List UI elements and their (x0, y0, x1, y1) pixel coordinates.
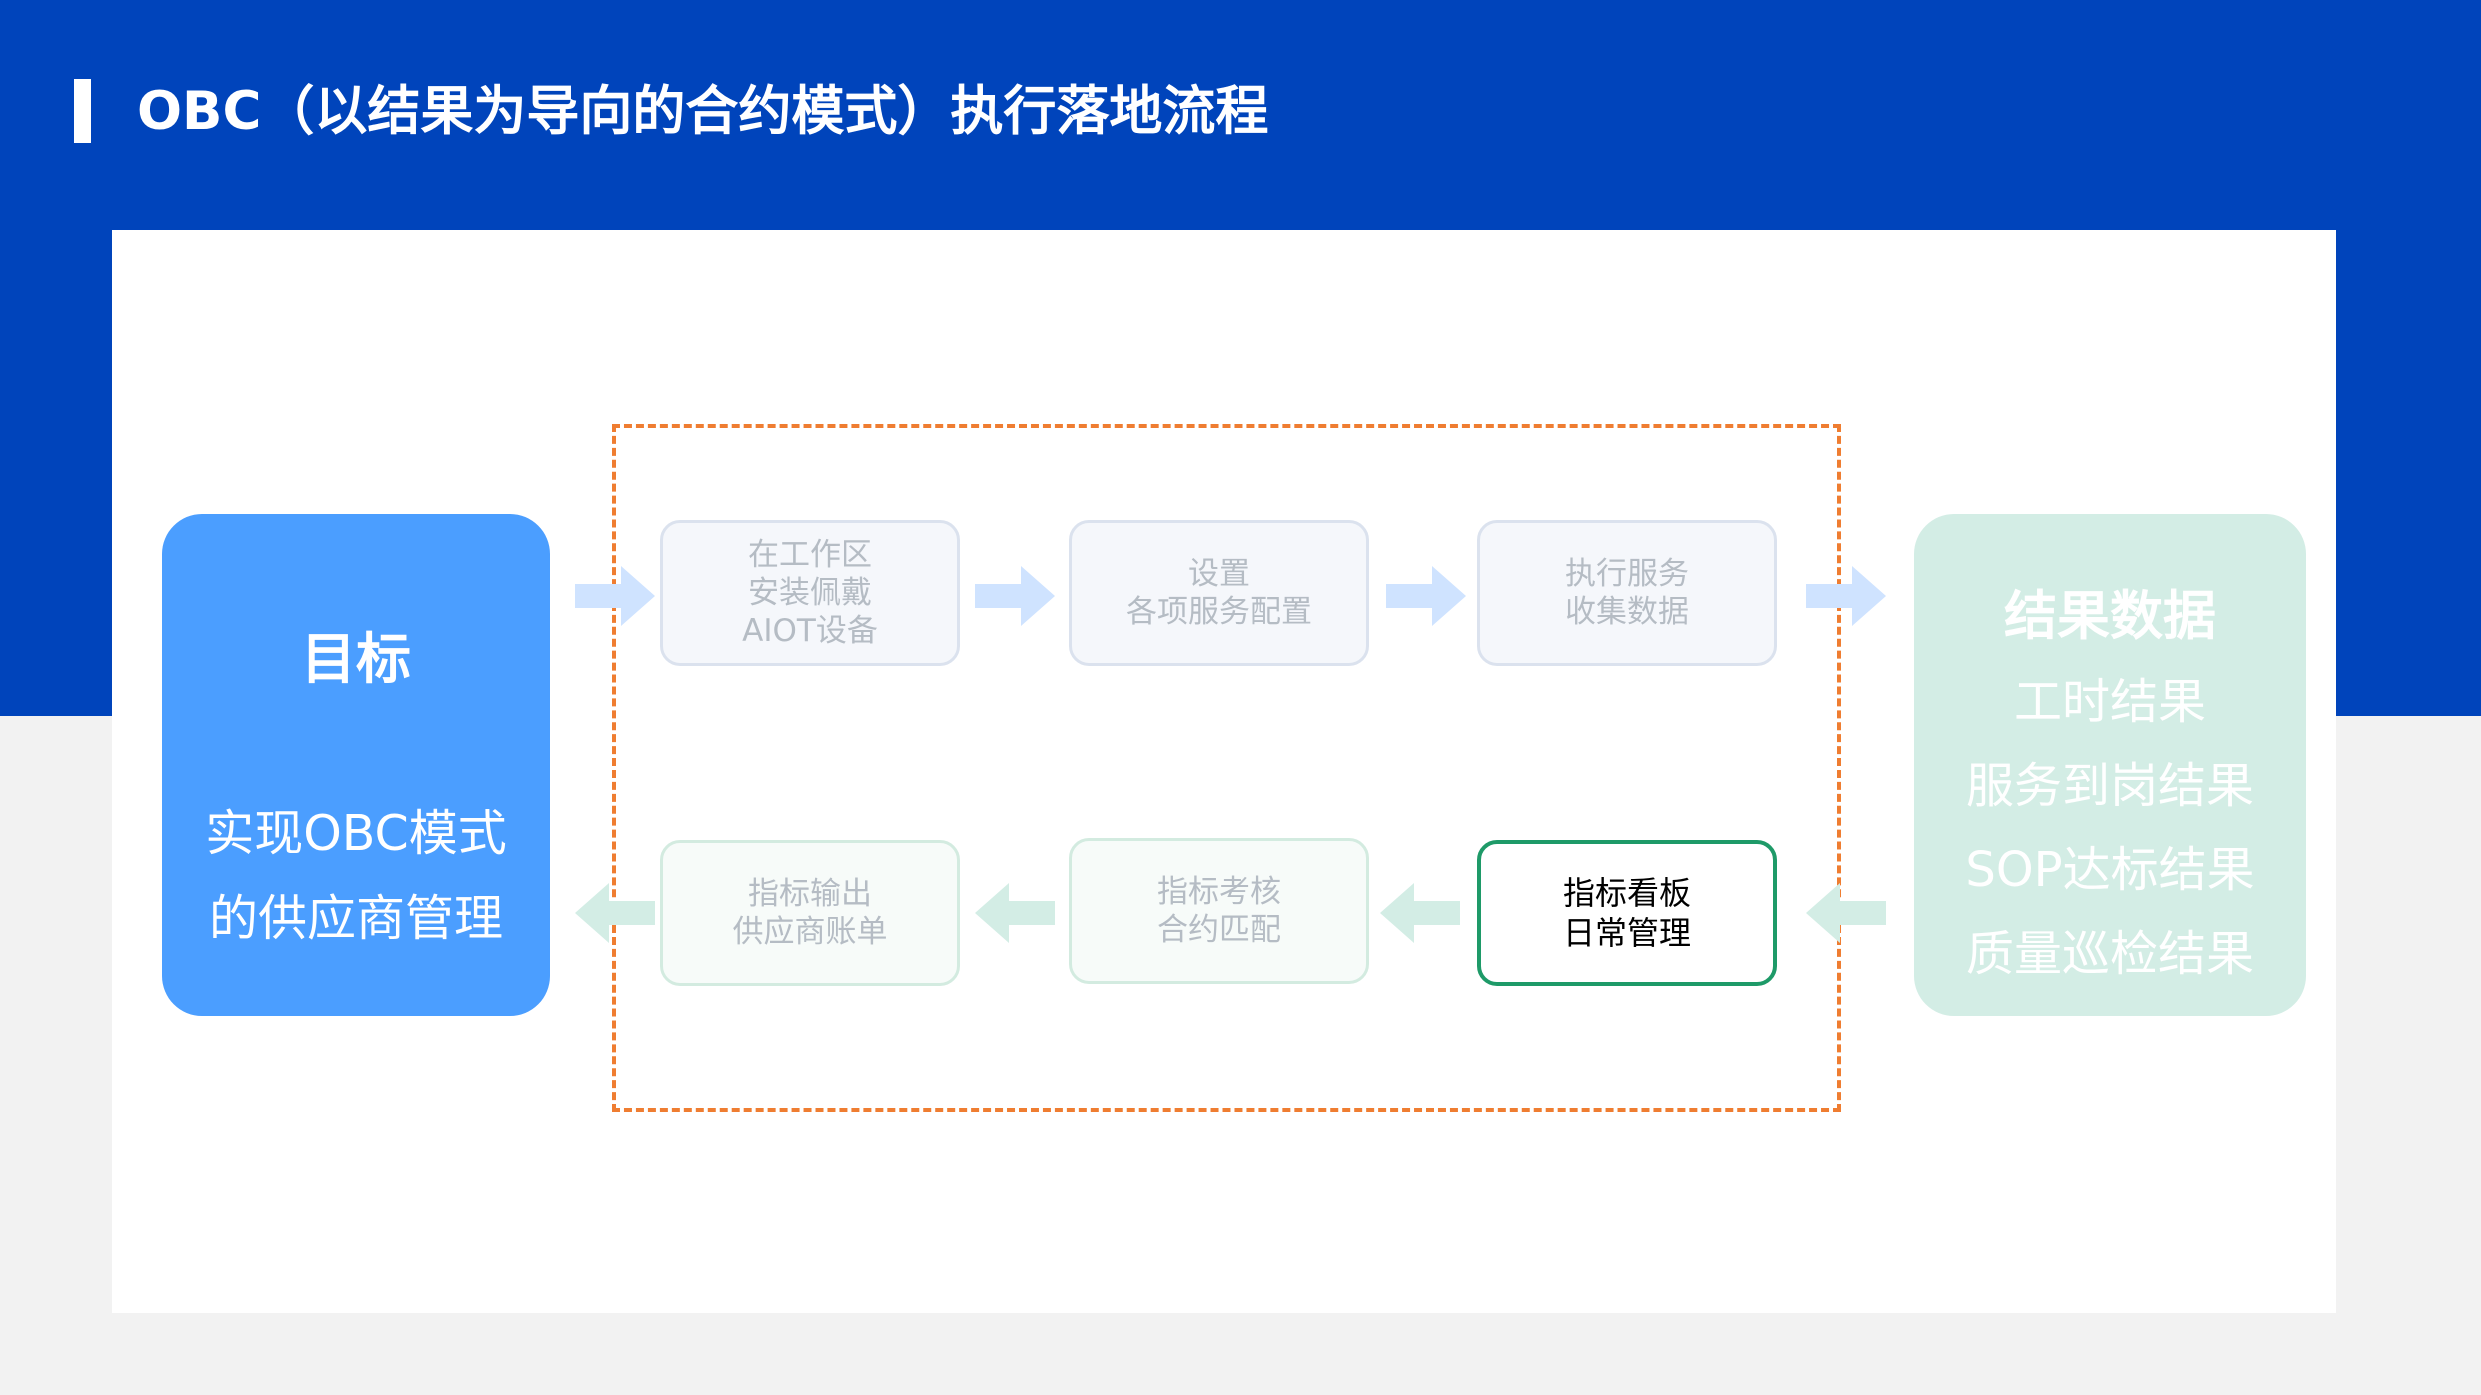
step-line: 供应商账单 (732, 914, 888, 950)
process-dashed-frame (612, 424, 1841, 1112)
arrow-left-icon (1806, 883, 1886, 943)
result-item: 质量巡检结果 (1965, 926, 2254, 982)
step-line: 指标考核 (1157, 874, 1281, 910)
result-data-box: 结果数据 工时结果 服务到岗结果 SOP达标结果 质量巡检结果 (1914, 514, 2306, 1016)
arrow-left-icon (575, 883, 655, 943)
step-line: 合约匹配 (1157, 912, 1281, 948)
goal-line-1: 实现OBC模式 (205, 805, 507, 862)
title-accent-bar (74, 79, 91, 143)
step-assess-match: 指标考核 合约匹配 (1069, 838, 1369, 984)
arrow-right-icon (1386, 566, 1466, 626)
step-output-billing: 指标输出 供应商账单 (660, 840, 960, 986)
step-dashboard-management: 指标看板 日常管理 (1477, 840, 1777, 986)
result-item: 服务到岗结果 (1965, 758, 2254, 814)
goal-line-2: 的供应商管理 (208, 890, 503, 947)
step-line: 指标输出 (748, 876, 872, 912)
arrow-left-icon (1380, 883, 1460, 943)
step-line: 日常管理 (1562, 914, 1691, 952)
step-line: 各项服务配置 (1126, 594, 1312, 630)
step-line: AIOT设备 (742, 613, 878, 649)
step-line: 设置 (1188, 556, 1250, 592)
step-line: 在工作区 (748, 537, 872, 573)
result-title: 结果数据 (2004, 586, 2216, 647)
step-line: 收集数据 (1565, 594, 1689, 630)
goal-title: 目标 (300, 627, 411, 691)
arrow-right-icon (1806, 566, 1886, 626)
result-item: 工时结果 (2013, 674, 2206, 730)
result-item: SOP达标结果 (1965, 842, 2255, 898)
step-line: 执行服务 (1565, 556, 1689, 592)
step-execute-collect: 执行服务 收集数据 (1477, 520, 1777, 666)
step-install-aiot: 在工作区 安装佩戴 AIOT设备 (660, 520, 960, 666)
arrow-left-icon (975, 883, 1055, 943)
step-line: 安装佩戴 (748, 575, 872, 611)
step-service-config: 设置 各项服务配置 (1069, 520, 1369, 666)
page-title: OBC（以结果为导向的合约模式）执行落地流程 (137, 81, 1269, 142)
goal-box: 目标 实现OBC模式 的供应商管理 (162, 514, 550, 1016)
arrow-right-icon (575, 566, 655, 626)
step-line: 指标看板 (1562, 874, 1691, 912)
arrow-right-icon (975, 566, 1055, 626)
